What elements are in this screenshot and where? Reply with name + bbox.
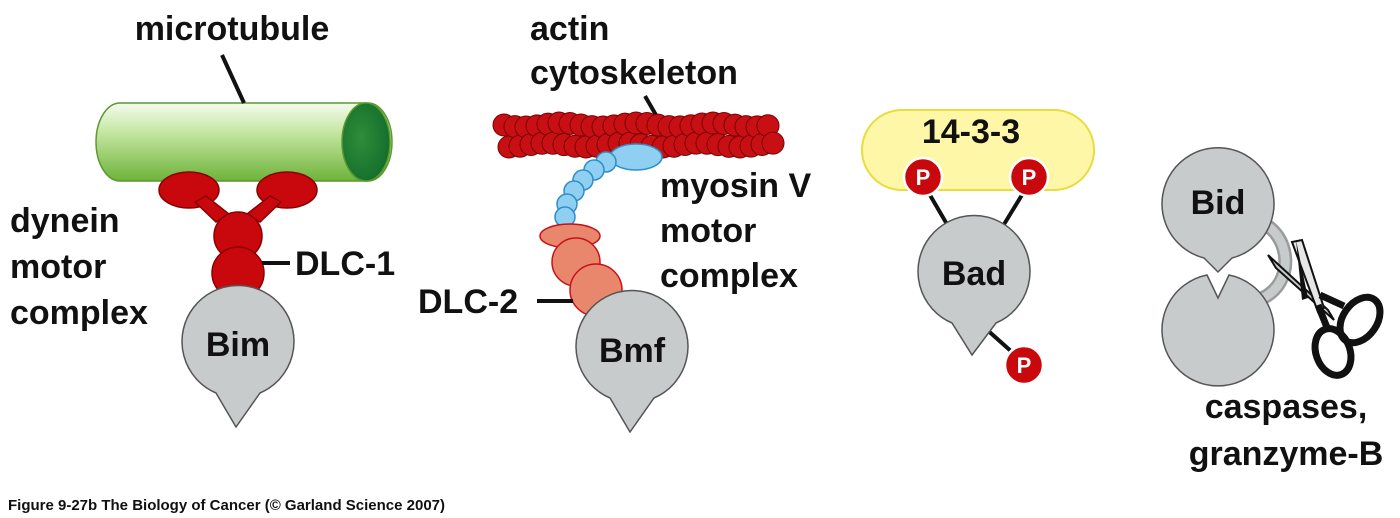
svg-text:P: P	[916, 165, 931, 190]
bid-panel: Bid caspases, granzyme-B	[1161, 147, 1384, 473]
myosin-head	[609, 143, 663, 171]
actin-label-line2: cytoskeleton	[530, 54, 738, 92]
scissors-icon	[1267, 238, 1384, 379]
dlc2-label: DLC-2	[418, 283, 518, 321]
bmf-protein	[575, 289, 689, 434]
bid-label: Bid	[1191, 184, 1246, 222]
bmf-panel: actin cytoskeleton DLC-2 myosin V motor …	[418, 10, 811, 434]
phospho-right: P	[1008, 156, 1050, 198]
microtubule-pointer-line	[220, 54, 246, 104]
microtubule	[95, 102, 393, 182]
bad-phospho-link-right	[1001, 188, 1027, 228]
actin-filament	[492, 111, 785, 159]
dynein-label-line3: complex	[10, 294, 148, 332]
myosin-v-motor	[554, 143, 663, 228]
caspases-label-line2: granzyme-B	[1189, 435, 1384, 473]
dlc1-label: DLC-1	[295, 245, 395, 283]
caspases-label-line1: caspases,	[1205, 388, 1368, 426]
myosin-label-line1: myosin V	[660, 167, 811, 205]
phospho-left: P	[902, 156, 944, 198]
myosin-label-line2: motor	[660, 212, 756, 250]
phospho-tail: P	[1003, 344, 1045, 386]
bad-phospho-link-left	[925, 188, 950, 228]
microtubule-label: microtubule	[135, 10, 330, 48]
bid-upper-fragment	[1161, 147, 1275, 274]
14-3-3-label: 14-3-3	[922, 113, 1020, 151]
bid-lower-fragment	[1161, 274, 1275, 387]
svg-text:P: P	[1017, 353, 1032, 378]
bad-label: Bad	[942, 255, 1006, 293]
dynein-motor-complex	[158, 171, 318, 300]
bim-label: Bim	[206, 326, 270, 364]
figure-caption: Figure 9-27b The Biology of Cancer (© Ga…	[8, 497, 445, 514]
dynein-label-line1: dynein	[10, 202, 120, 240]
bad-protein	[917, 214, 1031, 357]
dynein-label-line2: motor	[10, 248, 106, 286]
actin-label-line1: actin	[530, 10, 609, 48]
bim-protein	[181, 284, 295, 429]
actin-bead	[761, 131, 785, 155]
svg-text:P: P	[1022, 165, 1037, 190]
bad-panel: 14-3-3 Bad P P P	[861, 109, 1095, 386]
bmf-label: Bmf	[599, 332, 666, 370]
bim-panel: microtubule DLC-1 dynein motor complex B…	[10, 10, 395, 429]
myosin-label-line3: complex	[660, 257, 798, 295]
